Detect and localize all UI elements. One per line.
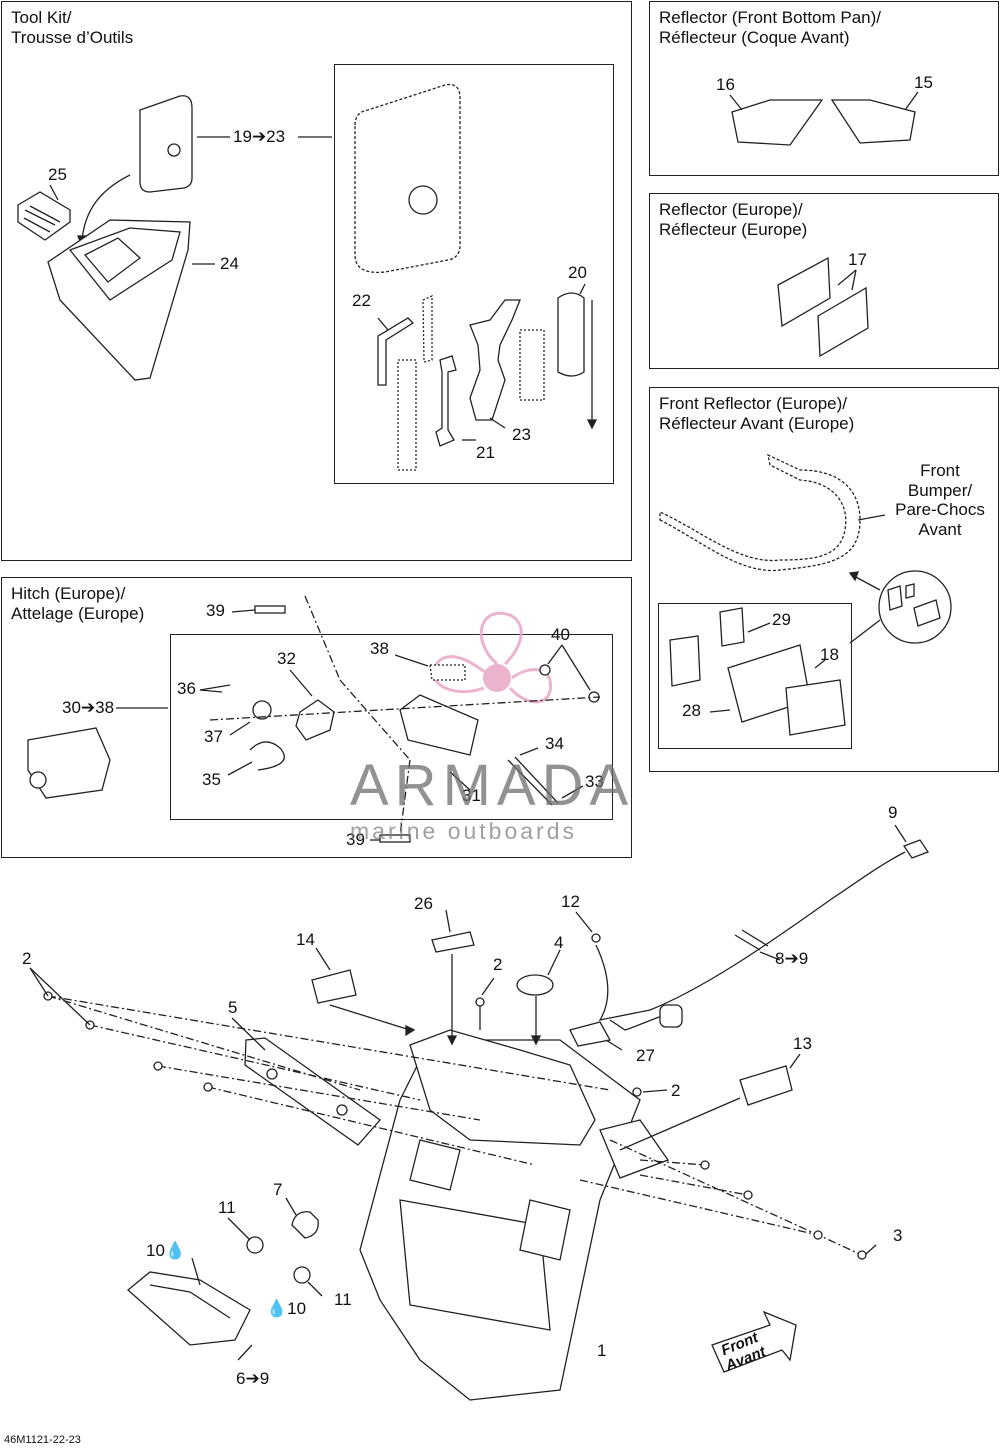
- main-front-panel: [359, 1029, 670, 1401]
- front-reflector-parts-frame: [658, 603, 852, 749]
- callout-11-top: 11: [218, 1198, 236, 1217]
- reflector-pieces-europe: [777, 256, 869, 358]
- callout-32: 32: [277, 649, 296, 668]
- tool-pouch-large: [354, 83, 461, 274]
- tools-drawing: [377, 292, 598, 471]
- tool-kit-contents-frame: [334, 64, 614, 484]
- callout-11-bottom: 11: [334, 1290, 352, 1309]
- callout-31: 31: [462, 786, 481, 805]
- callout-10-left-text: 10: [146, 1241, 165, 1260]
- callout-26: 26: [414, 894, 433, 913]
- callout-2-right: 2: [671, 1081, 681, 1100]
- callout-10-right-text: 10: [287, 1299, 307, 1318]
- callout-10-right: 💧10: [266, 1300, 306, 1318]
- decal-parts: [311, 931, 793, 1106]
- hitch-drawing: [27, 605, 600, 843]
- headlight-part: [126, 1271, 251, 1346]
- callout-9: 9: [888, 803, 898, 822]
- fluid-drop-icon: 💧: [266, 1299, 288, 1318]
- callout-6-9: 6➔9: [236, 1369, 270, 1388]
- callout-19-23: 19➔23: [233, 127, 286, 146]
- fluid-drop-icon: 💧: [164, 1241, 187, 1260]
- callout-17: 17: [848, 250, 867, 269]
- callout-2-center: 2: [493, 955, 503, 974]
- front-direction-arrow: [711, 1310, 797, 1373]
- callout-24: 24: [220, 254, 239, 273]
- callout-30-38: 30➔38: [62, 698, 115, 717]
- callout-14: 14: [296, 930, 315, 949]
- callout-36: 36: [177, 679, 196, 698]
- callout-34: 34: [545, 734, 564, 753]
- front-bumper-outline: [659, 453, 861, 572]
- tool-holder-part: [47, 219, 191, 381]
- callout-39-bottom: 39: [346, 830, 365, 849]
- hitch-parts-frame: [170, 634, 613, 820]
- tool-kit-title: Tool Kit/ Trousse d’Outils: [11, 8, 134, 47]
- callout-21: 21: [476, 443, 495, 462]
- callout-22: 22: [352, 291, 371, 310]
- wiring-harness: [595, 851, 906, 1021]
- callout-35: 35: [202, 770, 221, 789]
- callout-3: 3: [893, 1226, 903, 1245]
- callout-12: 12: [561, 892, 580, 911]
- callout-16: 16: [716, 75, 735, 94]
- front-reflector-clip-parts: [887, 583, 941, 627]
- front-reflector-housing-parts: [669, 607, 846, 736]
- callout-2-left: 2: [22, 949, 32, 968]
- callout-29: 29: [772, 610, 791, 629]
- tool-clip-part: [17, 191, 71, 241]
- callout-38: 38: [370, 639, 389, 658]
- callout-39-top: 39: [206, 601, 225, 620]
- callout-27: 27: [636, 1046, 655, 1065]
- callout-5: 5: [228, 998, 238, 1017]
- watermark-title: ARMADA: [350, 753, 635, 818]
- hitch-europe-title: Hitch (Europe)/ Attelage (Europe): [11, 584, 145, 623]
- callout-20: 20: [568, 263, 587, 282]
- callout-4: 4: [554, 933, 564, 952]
- front-bumper-label: Front Bumper/ Pare-Chocs Avant: [895, 461, 985, 539]
- callout-15: 15: [914, 73, 933, 92]
- callout-1: 1: [597, 1341, 607, 1360]
- callout-28: 28: [682, 701, 701, 720]
- callout-37: 37: [204, 727, 223, 746]
- callout-33: 33: [585, 772, 604, 791]
- front-reflector-europe-title: Front Reflector (Europe)/ Réflecteur Ava…: [659, 394, 855, 433]
- callout-25: 25: [48, 165, 67, 184]
- callout-13: 13: [793, 1034, 812, 1053]
- watermark-subtitle: marine outboards: [350, 818, 577, 844]
- tool-pouch-small: [139, 95, 193, 193]
- reflector-front-bottom-panel: Reflector (Front Bottom Pan)/ Réflecteur…: [649, 1, 999, 176]
- callout-7: 7: [273, 1180, 283, 1199]
- callout-40: 40: [551, 625, 570, 644]
- reflector-pieces-front: [731, 99, 916, 146]
- watermark-propeller-icon: [432, 611, 553, 704]
- callout-10-left: 10💧: [146, 1242, 186, 1260]
- reflector-europe-title: Reflector (Europe)/ Réflecteur (Europe): [659, 200, 808, 239]
- callout-18: 18: [820, 645, 839, 664]
- reflector-front-bottom-title: Reflector (Front Bottom Pan)/ Réflecteur…: [659, 8, 882, 47]
- callout-8-9: 8➔9: [775, 949, 809, 968]
- figure-code: 46M1121-22-23: [4, 1434, 81, 1446]
- callout-23: 23: [512, 425, 531, 444]
